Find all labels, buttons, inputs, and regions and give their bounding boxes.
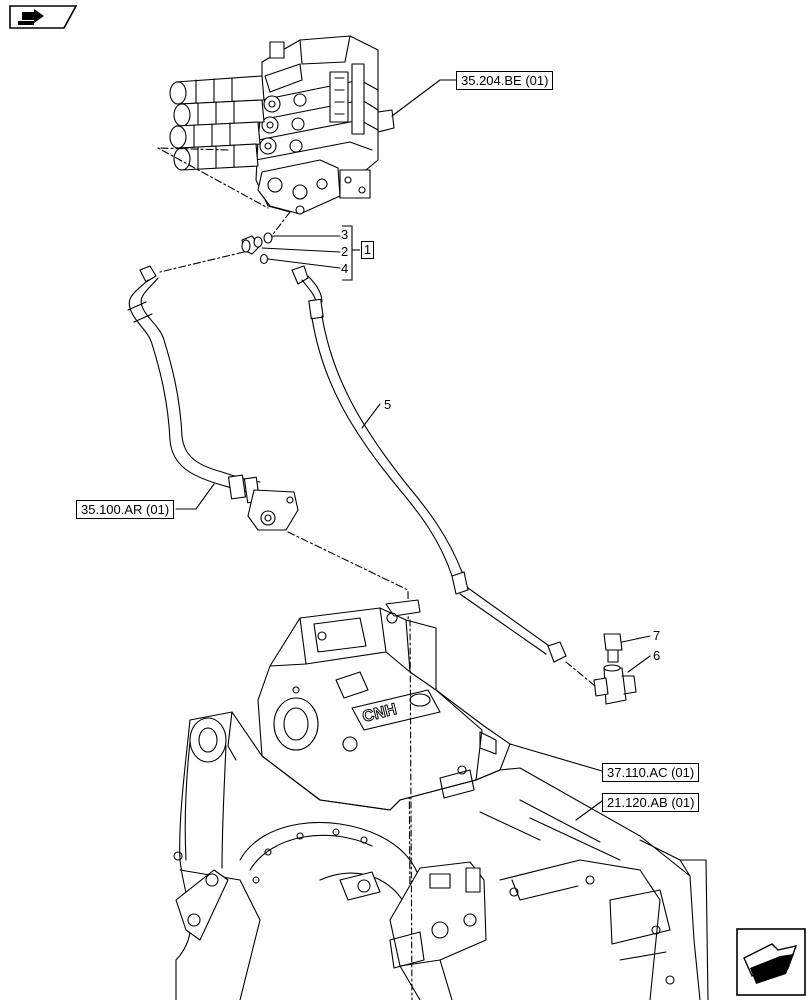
- o-ring-3: [263, 232, 273, 244]
- ref-lift-cover[interactable]: 37.110.AC (01): [602, 763, 700, 782]
- ref-hitch-line[interactable]: 35.100.AR (01): [76, 500, 175, 519]
- callout-7: 7: [653, 628, 661, 643]
- next-page-arrow-icon[interactable]: [736, 928, 806, 1001]
- ref-transmission[interactable]: 21.120.AB (01): [602, 793, 700, 812]
- callout-6: 6: [653, 648, 661, 663]
- book-arrow-icon[interactable]: [8, 4, 78, 35]
- callout-3: 3: [341, 227, 349, 242]
- callout-kit-1: 1: [361, 241, 374, 259]
- hitch-line-pipe: [127, 265, 299, 531]
- ref-control-valve[interactable]: 35.204.BE (01): [456, 71, 554, 90]
- callout-4: 4: [341, 261, 349, 276]
- callout-2: 2: [341, 244, 349, 259]
- tee-fitting: [593, 664, 637, 705]
- callout-5: 5: [384, 397, 392, 412]
- rear-transmission-housing: [173, 599, 709, 1000]
- elbow-fitting: [241, 235, 263, 255]
- plug: [603, 633, 623, 663]
- control-valve-block: [169, 35, 395, 215]
- hydraulic-hose: [291, 265, 567, 663]
